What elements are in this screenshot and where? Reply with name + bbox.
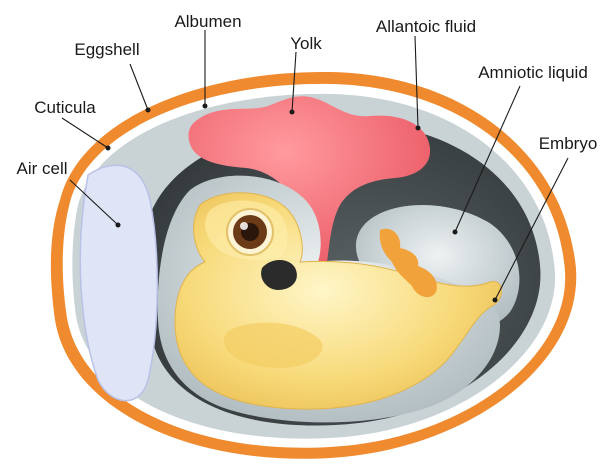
label-eggshell: Eggshell — [74, 40, 139, 59]
label-albumen: Albumen — [174, 12, 241, 31]
label-allantoic-fluid: Allantoic fluid — [376, 17, 476, 36]
label-cuticula: Cuticula — [34, 98, 96, 117]
label-amniotic-liquid: Amniotic liquid — [478, 63, 588, 82]
embryo-eye-shine — [240, 222, 248, 230]
label-embryo: Embryo — [539, 134, 598, 153]
label-air-cell: Air cell — [16, 159, 67, 178]
label-yolk: Yolk — [290, 34, 322, 53]
